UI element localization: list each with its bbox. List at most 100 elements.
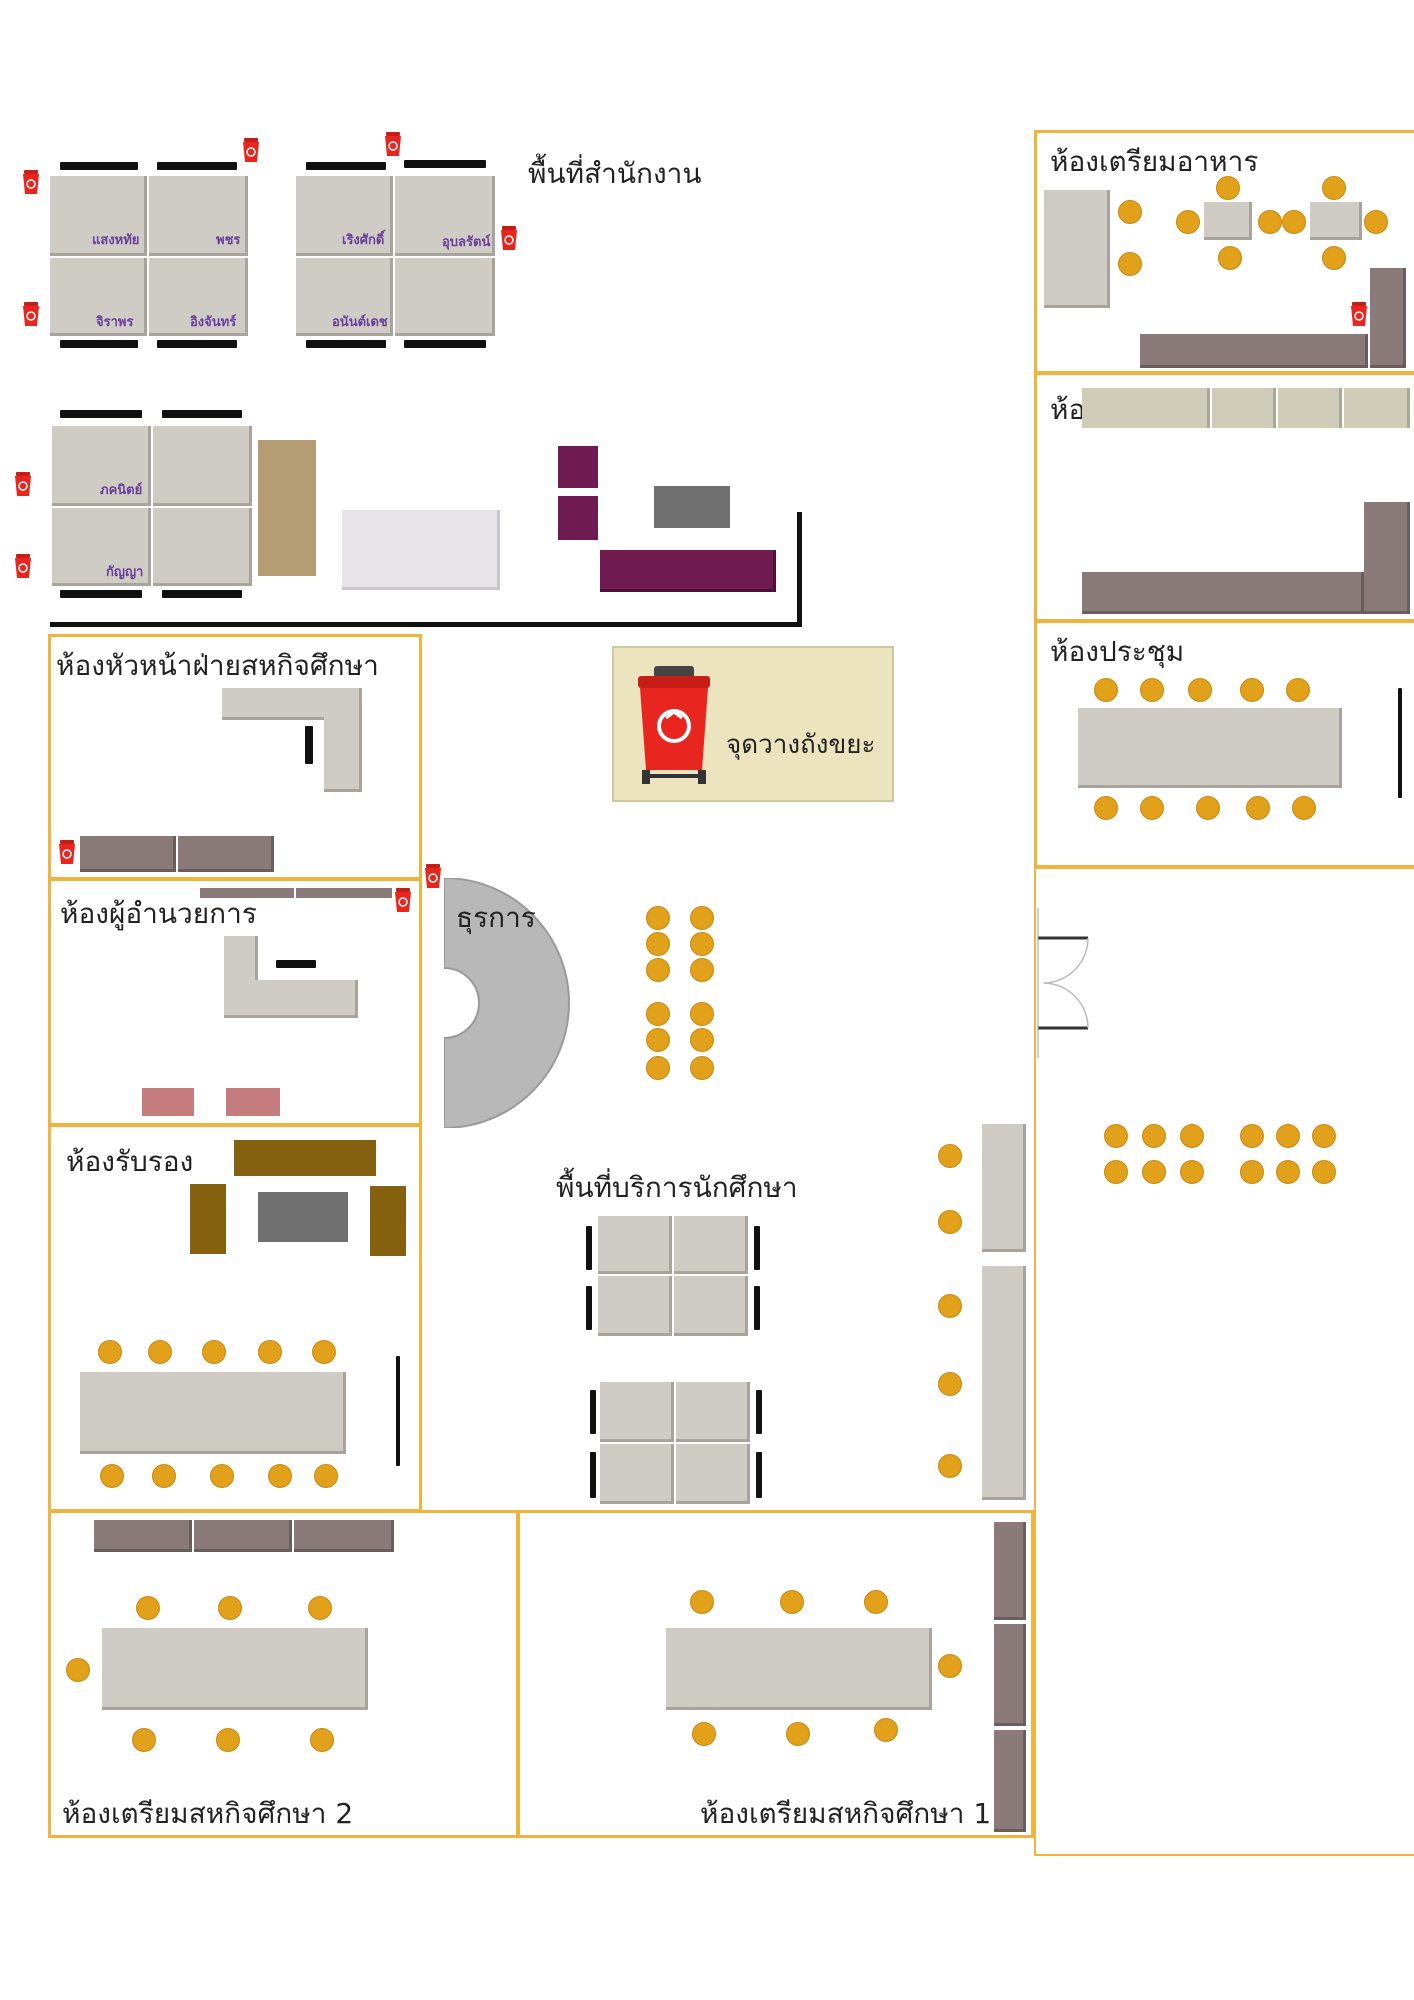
cabinet <box>94 1520 192 1552</box>
table <box>342 510 500 590</box>
table <box>80 1372 346 1454</box>
trash-bin-icon <box>1350 302 1368 328</box>
table <box>1044 190 1110 308</box>
seat <box>646 958 670 982</box>
chair <box>756 1452 762 1498</box>
open-area <box>1034 866 1414 1856</box>
seat <box>152 1464 176 1488</box>
counter <box>1082 572 1364 614</box>
seat <box>646 1002 670 1026</box>
reception-label: ห้องรับรอง <box>66 1145 194 1178</box>
cabinet <box>80 836 176 872</box>
chair <box>60 340 138 348</box>
seat <box>98 1340 122 1364</box>
prep1-label: ห้องเตรียมสหกิจศึกษา 1 <box>700 1797 992 1830</box>
desk-name-label: พชร <box>216 233 241 248</box>
seat <box>1188 678 1212 702</box>
seat <box>1140 796 1164 820</box>
seat <box>1142 1124 1166 1148</box>
seat <box>1276 1160 1300 1184</box>
counter <box>982 1266 1026 1500</box>
seat <box>864 1590 888 1614</box>
shelf <box>1344 388 1410 428</box>
seat <box>1094 678 1118 702</box>
table <box>102 1628 368 1710</box>
shelf <box>296 888 392 898</box>
desk <box>674 1216 748 1274</box>
chair <box>756 1390 762 1434</box>
cabinet <box>994 1624 1026 1726</box>
desk <box>52 426 151 506</box>
trash-point-label: จุดวางถังขยะ <box>726 730 876 760</box>
desk <box>153 508 252 586</box>
seat <box>310 1728 334 1752</box>
kitchen-label: ห้องเตรียมอาหาร <box>1050 145 1259 178</box>
wall <box>797 512 802 627</box>
sofa <box>142 1088 194 1116</box>
seat <box>308 1596 332 1620</box>
chair <box>754 1226 760 1270</box>
seat <box>1142 1160 1166 1184</box>
counter <box>600 550 776 592</box>
desk <box>224 980 358 1018</box>
seat <box>210 1464 234 1488</box>
chair <box>305 726 313 764</box>
seat <box>1364 210 1388 234</box>
seat <box>938 1454 962 1478</box>
seat <box>148 1340 172 1364</box>
desk-name-label: อนันต์เดช <box>332 315 388 330</box>
seat <box>1196 796 1220 820</box>
chair <box>590 1390 596 1434</box>
chair <box>162 410 242 418</box>
trash-bin-icon <box>58 840 76 866</box>
cabinet <box>654 486 730 528</box>
trash-bin-icon <box>424 864 442 890</box>
seat <box>1292 796 1316 820</box>
seat <box>692 1722 716 1746</box>
desk <box>676 1444 750 1504</box>
seat <box>938 1372 962 1396</box>
desk <box>676 1382 750 1442</box>
seat <box>786 1722 810 1746</box>
desk <box>598 1276 672 1336</box>
seat <box>690 932 714 956</box>
cabinet <box>178 836 274 872</box>
desk <box>149 176 248 256</box>
meeting-label: ห้องประชุม <box>1050 635 1185 668</box>
screen <box>1398 688 1402 798</box>
desk-name-label: จิราพร <box>96 315 134 330</box>
desk-name-label: อุบลรัตน์ <box>442 235 491 250</box>
seat <box>690 1056 714 1080</box>
seat <box>1322 176 1346 200</box>
seat <box>312 1340 336 1364</box>
shelf <box>1082 388 1210 428</box>
table <box>1078 708 1342 788</box>
desk-name-label: อิงจันทร์ <box>190 315 237 330</box>
head-coop-label: ห้องหัวหน้าฝ่ายสหกิจศึกษา <box>56 649 379 682</box>
seat <box>1240 1124 1264 1148</box>
seat <box>646 906 670 930</box>
cabinet <box>558 496 598 540</box>
chair <box>404 160 486 168</box>
seat <box>1180 1160 1204 1184</box>
desk-name-label: แสงหทัย <box>92 233 140 248</box>
seat <box>1282 210 1306 234</box>
seat <box>690 1028 714 1052</box>
seat <box>690 958 714 982</box>
seat <box>1094 796 1118 820</box>
chair <box>306 162 386 170</box>
seat <box>1218 246 1242 270</box>
seat <box>938 1144 962 1168</box>
seat <box>1258 210 1282 234</box>
sofa <box>226 1088 280 1116</box>
cabinet <box>194 1520 292 1552</box>
desk <box>50 176 147 256</box>
office-area-label: พื้นที่สำนักงาน <box>528 157 702 190</box>
trash-bin-icon <box>384 132 402 158</box>
seat <box>938 1210 962 1234</box>
seat <box>690 906 714 930</box>
desk-name-label: เริงศักดิ์ <box>342 233 385 248</box>
desk <box>149 258 248 336</box>
seat <box>268 1464 292 1488</box>
seat <box>780 1590 804 1614</box>
